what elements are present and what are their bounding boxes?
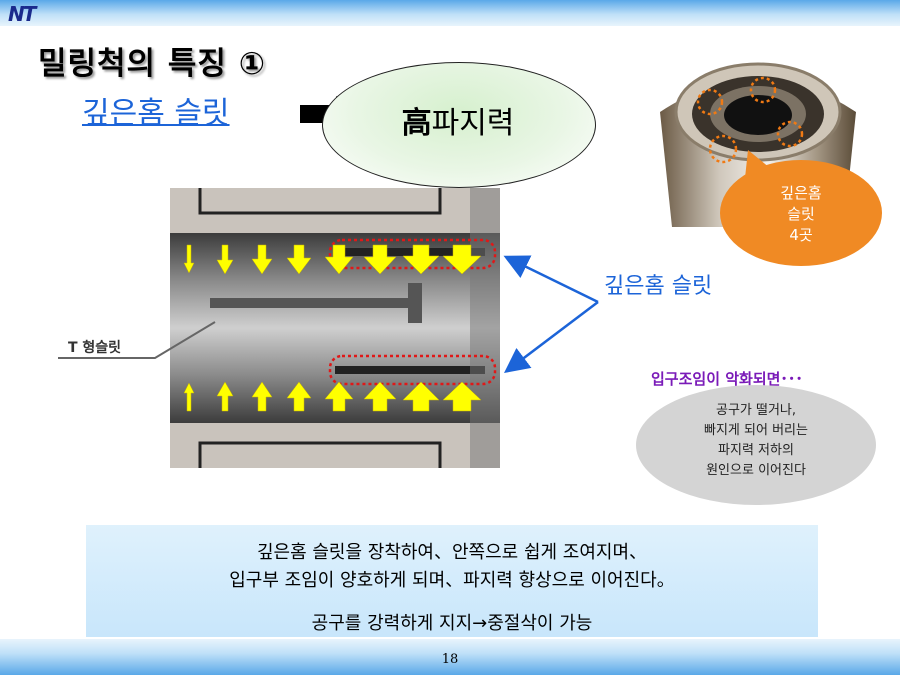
collet-photo (648, 57, 868, 227)
result-ellipse (322, 62, 596, 188)
header-bar (0, 0, 900, 26)
slit-count-text: 깊은홈 슬릿 4곳 (780, 184, 822, 244)
page-title: 밀링척의 특징 ① (38, 46, 266, 82)
warning-title: 입구조임이 악화되면･･･ (651, 370, 803, 388)
collet-cross-section (170, 188, 500, 468)
feature-subtitle: 깊은홈 슬릿 (82, 96, 230, 131)
page-number: 18 (441, 652, 459, 667)
summary-line-1: 깊은홈 슬릿을 장착하여、안쪽으로 쉽게 조여지며、 (256, 542, 648, 563)
summary-line-3: 공구를 강력하게 지지→중절삭이 가능 (311, 613, 593, 634)
slit-count-badge (720, 160, 882, 266)
result-text: 高파지력 (401, 106, 515, 141)
warning-bubble (636, 385, 876, 505)
company-logo: NT (8, 2, 36, 26)
footer-bar (0, 639, 900, 675)
deep-slit-label: 깊은홈 슬릿 (604, 274, 713, 299)
warning-text: 공구가 떨거나, 빠지게 되어 버리는 파지력 저하의 원인으로 이어진다 (704, 403, 808, 478)
summary-box (86, 525, 818, 637)
t-slit-label: T 형슬릿 (68, 340, 122, 356)
summary-line-2: 입구부 조임이 양호하게 되며、파지력 향상으로 이어진다。 (229, 570, 675, 591)
